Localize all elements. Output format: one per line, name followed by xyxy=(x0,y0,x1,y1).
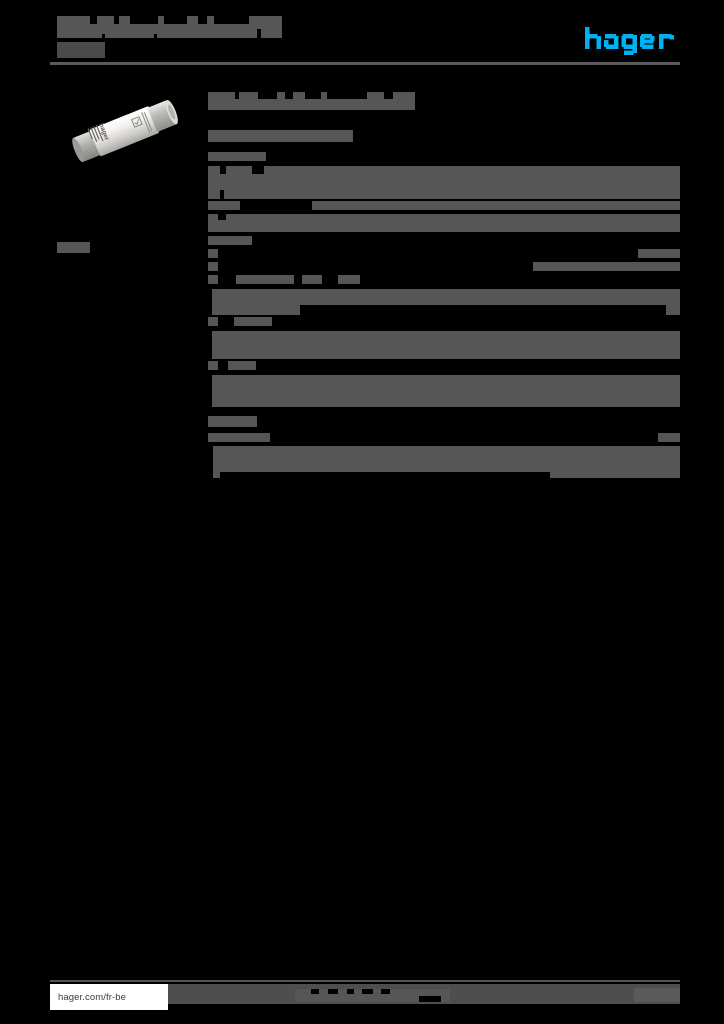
sidebar-meta-redaction xyxy=(57,242,90,253)
table-row xyxy=(208,432,680,445)
row-value-redaction xyxy=(658,433,680,442)
table-row xyxy=(208,236,680,247)
row-value-redaction xyxy=(638,249,680,258)
row-key-redaction xyxy=(208,433,270,442)
section-characteristics xyxy=(208,152,680,232)
footer-url-badge[interactable]: hager.com/fr-be xyxy=(50,984,168,1010)
row-band xyxy=(208,375,680,407)
row-key-gap xyxy=(220,472,550,478)
table-row xyxy=(208,331,680,359)
footer-word-gap xyxy=(328,989,338,994)
footer-tail-gap xyxy=(419,996,441,1002)
product-heading xyxy=(208,92,415,110)
row-key-redaction xyxy=(208,201,240,210)
page-subtitle-redaction xyxy=(57,42,105,58)
footer-page-number xyxy=(634,988,680,1002)
title-word-gap xyxy=(214,16,249,25)
table-row xyxy=(208,316,680,329)
row-key-gap xyxy=(208,375,212,407)
title-word-gap xyxy=(90,16,97,25)
row-key-redaction xyxy=(208,249,218,258)
heading-word-gap xyxy=(305,92,321,99)
heading-word-gap xyxy=(285,92,293,99)
title-word-gap xyxy=(114,16,119,25)
row-key-gap xyxy=(208,331,212,359)
row-key-redaction xyxy=(208,317,218,326)
section-heading-row xyxy=(208,416,680,430)
row-key-redaction xyxy=(208,275,218,284)
row-value-redaction xyxy=(302,275,322,284)
section-heading-redaction xyxy=(208,152,266,161)
table-row xyxy=(208,360,680,373)
reference-line xyxy=(208,130,353,142)
table-row xyxy=(208,274,680,287)
reference-line-redaction xyxy=(208,130,353,142)
title-tail-gap xyxy=(154,34,157,38)
table-row xyxy=(208,446,680,478)
footer-page-redaction xyxy=(634,988,680,1002)
section-heading-redaction xyxy=(208,416,257,427)
footer-word-gap xyxy=(311,989,319,994)
section-accessories xyxy=(208,416,680,478)
footer-word-gap xyxy=(381,989,390,994)
product-image: hager xyxy=(55,88,205,170)
footer-word-gap xyxy=(347,989,354,994)
table-row xyxy=(208,289,680,315)
title-word-gap xyxy=(164,16,187,25)
heading-word-gap xyxy=(258,92,277,99)
row-key-gap xyxy=(300,305,666,315)
table-row xyxy=(208,375,680,407)
table-row xyxy=(208,261,680,273)
row-value-redaction xyxy=(312,201,680,210)
table-row xyxy=(208,248,680,260)
row-key-gap xyxy=(208,289,212,315)
section-heading-row xyxy=(208,152,680,164)
page-title xyxy=(57,16,282,38)
row-key-redaction xyxy=(208,262,218,271)
table-row xyxy=(208,166,680,199)
title-word-gap xyxy=(130,16,158,25)
footer-url-text: hager.com/fr-be xyxy=(58,991,127,1003)
heading-word-gap xyxy=(235,92,239,99)
row-value-redaction xyxy=(236,275,294,284)
table-row xyxy=(208,214,680,232)
footer-divider xyxy=(50,980,680,982)
table-row xyxy=(208,200,680,212)
row-key-gap xyxy=(218,214,226,220)
title-word-gap xyxy=(198,16,207,25)
row-key-gap xyxy=(252,166,264,174)
row-key-redaction xyxy=(208,361,218,370)
row-key-gap xyxy=(220,190,224,199)
footer-word-gap xyxy=(362,989,373,994)
row-band xyxy=(208,214,680,232)
footer-note xyxy=(295,989,450,1002)
row-value-redaction xyxy=(228,361,256,370)
row-value-redaction xyxy=(338,275,360,284)
title-tail-gap xyxy=(102,34,105,38)
row-key-gap xyxy=(208,446,213,478)
page-subtitle xyxy=(57,42,105,58)
header-divider xyxy=(50,62,680,65)
sidebar-meta-label xyxy=(57,242,90,253)
row-band xyxy=(208,166,680,199)
row-band xyxy=(208,331,680,359)
row-value-redaction xyxy=(533,262,680,271)
row-value-redaction xyxy=(234,317,272,326)
heading-word-gap xyxy=(384,92,393,99)
hager-logo xyxy=(584,26,680,56)
heading-word-gap xyxy=(327,92,367,99)
section-technical xyxy=(208,236,680,407)
title-tail-gap xyxy=(257,29,261,38)
row-key-gap xyxy=(220,166,226,174)
row-key-redaction xyxy=(208,236,252,245)
